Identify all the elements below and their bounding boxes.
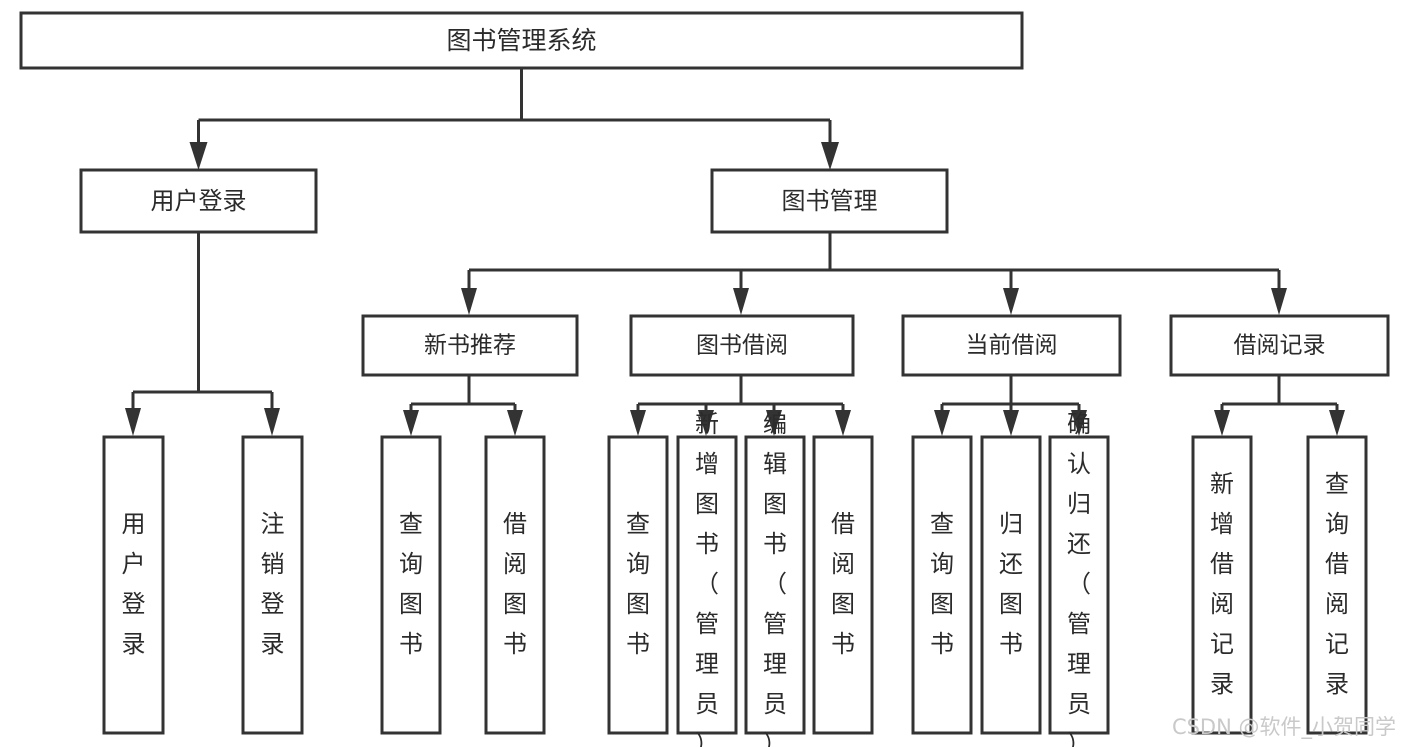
- leaf-current-borrow-1-box[interactable]: [980, 435, 1042, 735]
- arrow-head-leaf-logout: [264, 408, 280, 436]
- leaf-book-borrow-0-label: 查询图书: [626, 510, 650, 658]
- leaf-current-borrow-0[interactable]: 查询图书: [911, 435, 973, 735]
- watermark-label: CSDN @软件_小贺同学: [1172, 715, 1396, 740]
- node-root-box[interactable]: [19, 11, 1024, 70]
- node-book-borrow-label: 图书借阅: [696, 333, 788, 359]
- node-book-borrow[interactable]: 图书借阅: [629, 314, 855, 377]
- node-current-borrow-box[interactable]: [901, 314, 1122, 377]
- leaf-new-book-0[interactable]: 查询图书: [380, 435, 442, 735]
- arrow-head-borrow-record: [1271, 288, 1287, 315]
- node-borrow-record[interactable]: 借阅记录: [1169, 314, 1390, 377]
- node-borrow-record-box[interactable]: [1169, 314, 1390, 377]
- arrow-head-br-leaf0: [1214, 410, 1230, 436]
- node-current-borrow-label: 当前借阅: [966, 333, 1058, 359]
- leaf-book-borrow-2-label: 编辑图书（管理员）: [763, 410, 787, 747]
- leaf-current-borrow-0-box[interactable]: [911, 435, 973, 735]
- leaf-new-book-0-label: 查询图书: [399, 510, 423, 658]
- leaf-book-borrow-3-box[interactable]: [812, 435, 874, 735]
- arrow-head-bb-leaf2: [766, 410, 782, 436]
- leaf-current-borrow-2-box[interactable]: [1048, 435, 1110, 735]
- leaf-book-borrow-3[interactable]: 借阅图书: [812, 435, 874, 735]
- node-book-borrow-box[interactable]: [629, 314, 855, 377]
- arrow-head-book-manage: [821, 142, 839, 170]
- leaf-user-login-1-box[interactable]: [241, 435, 304, 735]
- leaf-current-borrow-2[interactable]: 确认归还（管理员）: [1048, 410, 1110, 747]
- leaf-book-borrow-2-box[interactable]: [744, 435, 806, 735]
- leaf-new-book-0-box[interactable]: [380, 435, 442, 735]
- arrow-head-bb-leaf0: [630, 410, 646, 436]
- arrow-head-leaf-user-login: [125, 408, 141, 436]
- leaf-new-book-1-box[interactable]: [484, 435, 546, 735]
- leaf-user-login-0-label: 用户登录: [122, 510, 146, 658]
- connector-layer: [125, 68, 1345, 436]
- leaf-borrow-record-1-label: 查询借阅记录: [1325, 470, 1349, 698]
- leaf-book-borrow-2[interactable]: 编辑图书（管理员）: [744, 410, 806, 747]
- leaf-book-borrow-0[interactable]: 查询图书: [607, 435, 669, 735]
- leaf-current-borrow-2-label: 确认归还（管理员）: [1067, 410, 1091, 747]
- leaf-borrow-record-1-box[interactable]: [1306, 435, 1368, 735]
- leaf-borrow-record-0-label: 新增借阅记录: [1210, 470, 1234, 698]
- leaf-book-borrow-0-box[interactable]: [607, 435, 669, 735]
- arrow-head-current-borrow: [1003, 288, 1019, 315]
- node-current-borrow[interactable]: 当前借阅: [901, 314, 1122, 377]
- arrow-head-nb-leaf0: [403, 410, 419, 436]
- leaf-current-borrow-1[interactable]: 归还图书: [980, 435, 1042, 735]
- node-new-book-recommend-box[interactable]: [361, 314, 579, 377]
- leaf-book-borrow-3-label: 借阅图书: [831, 510, 855, 658]
- node-book-manage[interactable]: 图书管理: [710, 168, 949, 234]
- leaf-user-login-0[interactable]: 用户登录: [102, 435, 165, 735]
- leaf-user-login-1[interactable]: 注销登录: [241, 435, 304, 735]
- arrow-head-br-leaf1: [1329, 410, 1345, 436]
- node-user-login-box[interactable]: [79, 168, 318, 234]
- leaf-book-borrow-1[interactable]: 新增图书（管理员）: [676, 410, 738, 747]
- arrow-head-bb-leaf3: [835, 410, 851, 436]
- leaf-current-borrow-0-label: 查询图书: [930, 510, 954, 658]
- arrow-head-book-borrow: [733, 288, 749, 315]
- node-root-label: 图书管理系统: [446, 26, 596, 55]
- node-user-login-label: 用户登录: [151, 187, 247, 215]
- node-new-book-recommend-label: 新书推荐: [424, 333, 516, 359]
- node-borrow-record-label: 借阅记录: [1234, 333, 1326, 359]
- leaf-borrow-record-0-box[interactable]: [1191, 435, 1253, 735]
- leaf-user-login-1-label: 注销登录: [261, 510, 285, 658]
- leaf-book-borrow-1-box[interactable]: [676, 435, 738, 735]
- node-user-login[interactable]: 用户登录: [79, 168, 318, 234]
- arrow-head-nb-leaf1: [507, 410, 523, 436]
- leaf-current-borrow-1-label: 归还图书: [999, 510, 1023, 658]
- leaf-book-borrow-1-label: 新增图书（管理员）: [695, 410, 719, 747]
- leaf-user-login-0-box[interactable]: [102, 435, 165, 735]
- arrow-head-cb-leaf2: [1071, 410, 1087, 436]
- arrow-head-new-book: [461, 288, 477, 315]
- node-root[interactable]: 图书管理系统: [19, 11, 1024, 70]
- arrow-head-user-login: [189, 142, 208, 170]
- leaf-new-book-1-label: 借阅图书: [503, 510, 527, 658]
- leaf-borrow-record-1[interactable]: 查询借阅记录: [1306, 435, 1368, 735]
- arrow-head-cb-leaf0: [934, 410, 950, 436]
- leaf-new-book-1[interactable]: 借阅图书: [484, 435, 546, 735]
- leaf-borrow-record-0[interactable]: 新增借阅记录: [1191, 435, 1253, 735]
- node-book-manage-box[interactable]: [710, 168, 949, 234]
- arrow-head-bb-leaf1: [698, 410, 714, 436]
- node-book-manage-label: 图书管理: [782, 187, 878, 215]
- arrow-head-cb-leaf1: [1003, 410, 1019, 436]
- node-new-book-recommend[interactable]: 新书推荐: [361, 314, 579, 377]
